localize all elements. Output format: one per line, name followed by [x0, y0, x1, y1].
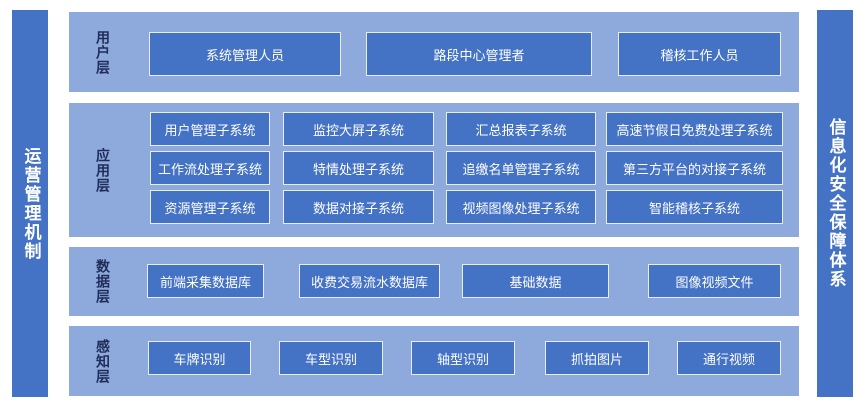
operation-mechanism-label: 运营管理机制	[20, 146, 41, 261]
perception-layer: 感知层 车牌识别 车型识别 轴型识别 抓拍图片 通行视频	[69, 326, 799, 396]
app-box-third-party: 第三方平台的对接子系统	[606, 151, 783, 185]
app-box-user-management: 用户管理子系统	[150, 112, 270, 146]
data-box-image-video-files: 图像视频文件	[648, 264, 781, 298]
perception-layer-title: 感知层	[94, 338, 110, 384]
operation-mechanism-bar: 运营管理机制	[12, 10, 48, 397]
app-box-holiday-free: 高速节假日免费处理子系统	[606, 112, 783, 146]
data-box-basic-data: 基础数据	[462, 264, 609, 298]
app-box-summary-report: 汇总报表子系统	[446, 112, 596, 146]
security-system-bar: 信息化安全保障体系	[817, 10, 853, 397]
app-box-video-image: 视频图像处理子系统	[446, 190, 596, 224]
data-box-toll-transaction-db: 收费交易流水数据库	[299, 264, 440, 298]
data-box-front-collection-db: 前端采集数据库	[147, 264, 264, 298]
user-box-system-admin: 系统管理人员	[149, 32, 341, 76]
app-box-recovery-list: 追缴名单管理子系统	[446, 151, 596, 185]
user-layer: 用户层 系统管理人员 路段中心管理者 稽核工作人员	[69, 12, 799, 92]
perception-box-vehicle-type: 车型识别	[279, 341, 383, 375]
user-layer-title: 用户层	[94, 29, 110, 75]
app-box-special-case: 特情处理子系统	[283, 151, 434, 185]
app-box-resource-management: 资源管理子系统	[150, 190, 270, 224]
perception-box-plate-recognition: 车牌识别	[148, 341, 251, 375]
app-box-workflow: 工作流处理子系统	[150, 151, 270, 185]
perception-box-traffic-video: 通行视频	[677, 341, 781, 375]
perception-box-axle-type: 轴型识别	[411, 341, 515, 375]
application-layer: 应用层 用户管理子系统 监控大屏子系统 汇总报表子系统 高速节假日免费处理子系统…	[69, 103, 799, 237]
application-layer-title: 应用层	[94, 147, 110, 193]
app-box-smart-audit: 智能稽核子系统	[606, 190, 783, 224]
app-box-monitor-screen: 监控大屏子系统	[283, 112, 434, 146]
data-layer-title: 数据层	[94, 259, 110, 304]
security-system-label: 信息化安全保障体系	[825, 118, 846, 289]
user-box-road-center-manager: 路段中心管理者	[366, 32, 592, 76]
data-layer: 数据层 前端采集数据库 收费交易流水数据库 基础数据 图像视频文件	[69, 247, 799, 316]
user-box-audit-staff: 稽核工作人员	[618, 32, 781, 76]
app-box-data-interface: 数据对接子系统	[283, 190, 434, 224]
perception-box-snapshot: 抓拍图片	[545, 341, 649, 375]
